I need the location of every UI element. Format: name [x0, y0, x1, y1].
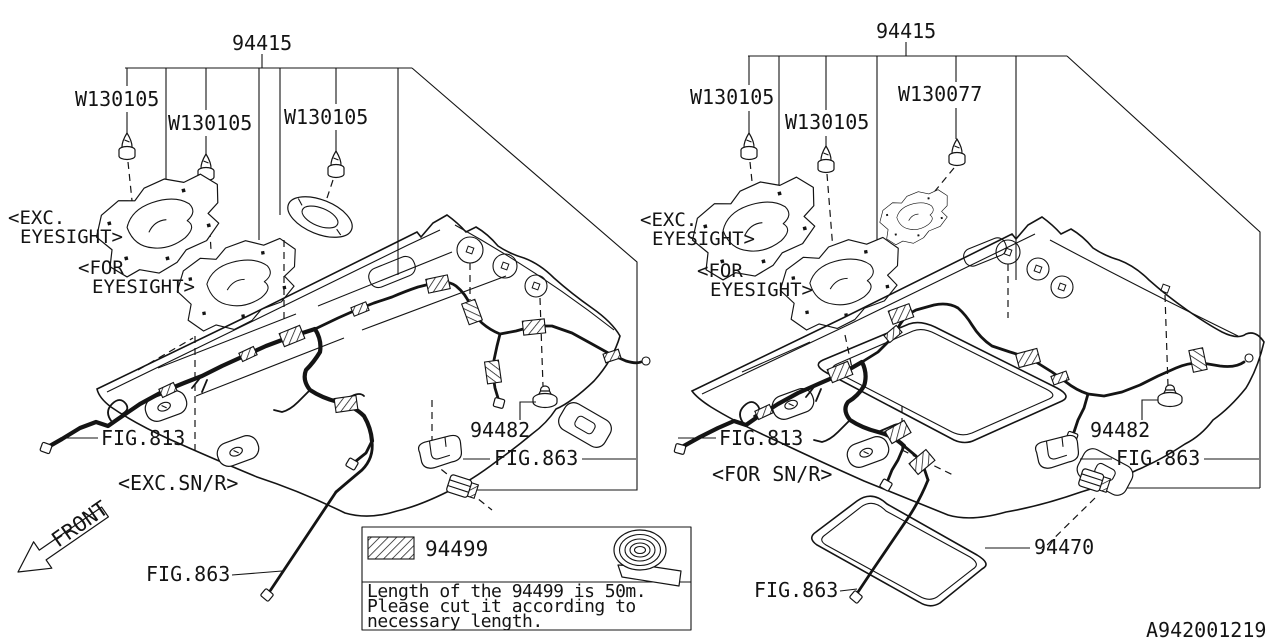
harness-clip-icon — [238, 345, 258, 363]
right-exc-eyesight-label-2: EYESIGHT> — [652, 228, 755, 250]
left-headliner-panel — [96, 214, 621, 517]
left-for-eyesight-label-1: <FOR — [78, 257, 124, 279]
lamp-cutout-icon — [368, 255, 416, 289]
tape-legend-box: 94499 Length of the 94499 is 50m. Please… — [361, 526, 692, 632]
connector-end-icon — [878, 478, 894, 492]
right-variant-label: <FOR SN/R> — [712, 462, 832, 486]
legend-part-number: 94499 — [425, 537, 488, 561]
legend-note-line1: Length of the 94499 is 50m. — [367, 581, 646, 602]
connector-end-icon — [673, 442, 687, 456]
tape-wrap-icon — [1015, 347, 1041, 369]
grommet-icon — [532, 385, 558, 409]
trim-clip-icon — [740, 132, 758, 161]
left-fig813-label: FIG.813 — [101, 426, 185, 450]
drawing-number: A942001219 — [1146, 618, 1266, 640]
left-clip-c-label: W130105 — [284, 105, 368, 129]
mount-bracket-icon — [874, 185, 956, 250]
tape-wrap-icon — [521, 318, 547, 336]
tape-wrap-icon — [278, 324, 306, 348]
grip-recess-icon — [558, 402, 612, 448]
oval-mount-plate-icon — [287, 196, 353, 238]
sunvisor-recess-icon — [843, 432, 893, 472]
trim-clip-icon — [817, 145, 835, 174]
left-for-eyesight-label-2: EYESIGHT> — [92, 276, 195, 298]
right-exc-eyesight-label-1: <EXC. — [640, 209, 697, 231]
front-direction-arrow: FRONT — [17, 496, 113, 573]
left-variant-label: <EXC.SN/R> — [118, 471, 238, 495]
left-clip-b-label: W130105 — [168, 111, 252, 135]
left-clip-a-label: W130105 — [75, 87, 159, 111]
right-clip-a-label: W130105 — [690, 85, 774, 109]
right-fig863-side-label: FIG.863 — [1116, 446, 1200, 470]
grommet-icon — [1157, 384, 1183, 408]
left-assembly-label: 94415 — [232, 31, 292, 55]
left-exc-eyesight-label-2: EYESIGHT> — [20, 226, 123, 248]
right-94470-label: 94470 — [1034, 535, 1094, 559]
tape-hatch-swatch — [367, 536, 415, 560]
trim-clip-icon — [118, 132, 136, 161]
right-fig863-drop-label: FIG.863 — [754, 578, 838, 602]
right-94482-label: 94482 — [1090, 418, 1150, 442]
right-clip-c-label: W130077 — [898, 82, 982, 106]
right-clip-b-label: W130105 — [785, 110, 869, 134]
left-view: 94415 W130105 W130105 W130105 — [8, 31, 651, 603]
tape-wrap-icon — [884, 419, 912, 445]
left-roof-harness — [39, 274, 651, 603]
left-94482-label: 94482 — [470, 418, 530, 442]
tape-wrap-icon — [826, 360, 854, 384]
tape-roll-icon — [613, 529, 682, 587]
lamp-cutout-icon — [963, 237, 1007, 267]
right-roof-harness — [673, 302, 1254, 605]
clip-icon — [1033, 433, 1083, 471]
left-exc-eyesight-label-1: <EXC. — [8, 207, 65, 229]
legend-note-line2: Please cut it according to — [367, 596, 636, 617]
trim-clip-icon — [327, 150, 345, 179]
right-for-eyesight-label-1: <FOR — [697, 260, 743, 282]
right-assembly-callout: 94415 — [748, 19, 1261, 489]
tape-wrap-icon — [425, 274, 451, 294]
sunroof-trim-ring — [810, 495, 987, 607]
clip-icon — [416, 433, 466, 471]
harness-clip-icon — [350, 301, 370, 317]
right-assembly-label: 94415 — [876, 19, 936, 43]
connector-end-icon — [848, 589, 864, 605]
tape-wrap-icon — [483, 359, 503, 385]
left-fig863-side-label: FIG.863 — [494, 446, 578, 470]
legend-note-line3: necessary length. — [367, 611, 543, 632]
left-fig863-drop-label: FIG.863 — [146, 562, 230, 586]
sunroof-opening — [817, 321, 1067, 444]
right-view: 94415 W130105 W130105 W130077 <EXC. EYES… — [640, 19, 1265, 607]
tape-wrap-icon — [333, 394, 359, 414]
sunvisor-recess-icon — [213, 431, 263, 471]
rear-grommet-holes — [456, 236, 548, 298]
left-assembly-callout: 94415 — [125, 31, 638, 491]
tape-wrap-icon — [461, 298, 483, 326]
right-fig813-label: FIG.813 — [719, 426, 803, 450]
front-label: FRONT — [47, 496, 113, 552]
tape-wrap-icon — [1188, 347, 1208, 373]
right-for-eyesight-label-2: EYESIGHT> — [710, 279, 813, 301]
trim-clip-icon — [948, 138, 966, 167]
tape-wrap-icon — [887, 303, 915, 325]
connector-end-icon — [492, 396, 506, 410]
